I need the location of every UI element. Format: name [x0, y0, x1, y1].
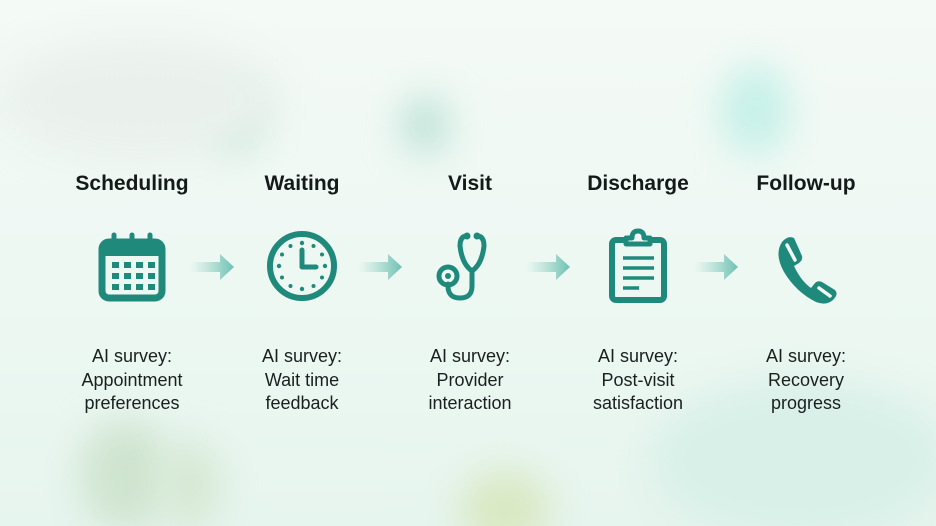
phone-icon [778, 237, 837, 304]
stage-description: AI survey: Wait time feedback [261, 346, 343, 413]
stage-title: Follow-up [756, 172, 856, 195]
stage-title: Discharge [587, 172, 689, 195]
stage-description: AI survey: Provider interaction [428, 346, 512, 413]
arrow-right-icon [694, 254, 738, 280]
calendar-icon [98, 232, 166, 302]
arrow-right-icon [358, 254, 402, 280]
stage-description: AI survey: Appointment preferences [81, 346, 183, 413]
clock-icon [267, 231, 337, 301]
stage-description: AI survey: Post-visit satisfaction [592, 346, 684, 413]
clipboard-icon [609, 228, 667, 303]
arrow-right-icon [526, 254, 570, 280]
arrow-right-icon [190, 254, 234, 280]
stage-title: Waiting [264, 172, 340, 195]
stethoscope-icon [436, 232, 487, 301]
stage-title: Visit [448, 172, 492, 195]
stage-description: AI survey: Recovery progress [765, 346, 847, 413]
stage-title: Scheduling [75, 172, 189, 195]
